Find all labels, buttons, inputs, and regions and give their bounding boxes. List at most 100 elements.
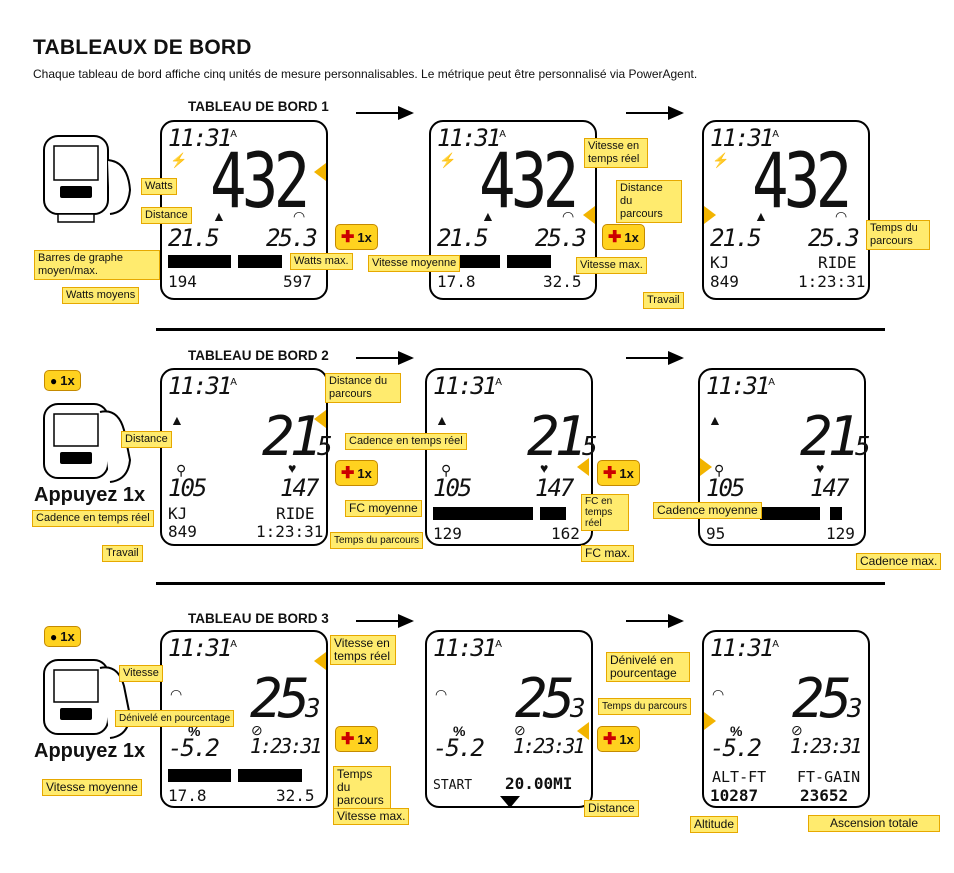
row3-right-value: RIDE	[818, 253, 857, 272]
cadence-icon: ⚲	[714, 462, 725, 478]
bottom-left-value: 129	[433, 524, 462, 543]
lightning-icon: ⚡	[712, 152, 730, 168]
selection-pointer-icon	[583, 206, 595, 224]
label-ride-time: Temps du parcours	[333, 766, 391, 809]
max-bar	[238, 769, 302, 782]
label-distance: Distance	[121, 431, 172, 448]
label-realtime-cadence: Cadence en temps réel	[32, 510, 154, 527]
bottom-right-value: 23652	[800, 786, 849, 805]
plus-icon: ✚	[603, 731, 617, 748]
dot-icon: ●	[50, 373, 58, 388]
right-value: 1:23:31	[250, 734, 322, 758]
speedometer-icon: ◠	[712, 686, 725, 702]
row3-left-value: KJ	[710, 253, 730, 272]
label-distance: Distance	[584, 800, 639, 817]
time-readout: 11:31A	[433, 372, 502, 400]
max-bar	[540, 507, 566, 520]
percent-symbol: %	[453, 723, 466, 739]
arrow-right-icon	[626, 351, 684, 365]
arrow-right-icon	[626, 106, 684, 120]
left-value: -5.2	[433, 734, 485, 762]
avg-bar	[433, 507, 533, 520]
arrow-right-icon	[626, 614, 684, 628]
plus-icon: ✚	[341, 229, 355, 246]
avg-bar	[760, 507, 820, 520]
selection-pointer-icon	[704, 206, 716, 224]
arrow-right-icon	[356, 614, 414, 628]
plus-icon: ✚	[608, 229, 622, 246]
clock-icon: ⊘	[514, 722, 526, 738]
bottom-left-value: 849	[168, 522, 197, 541]
warning-icon: ▲	[708, 412, 722, 428]
display-screen	[702, 630, 870, 808]
warning-icon: ▲	[481, 208, 495, 224]
speedometer-icon: ◠	[435, 686, 448, 702]
plus-icon: ✚	[341, 731, 355, 748]
label-avg-hr: FC moyenne	[345, 500, 422, 517]
device-hand-icon	[43, 403, 132, 483]
label-max-speed: Vitesse max.	[576, 257, 647, 274]
press-instruction: Appuyez 1x	[34, 740, 146, 762]
plus-button-tag: ✚1x	[597, 460, 640, 486]
big-value: 432	[210, 136, 310, 225]
big-value: 432	[752, 136, 852, 225]
label-realtime-speed: Vitesse en temps réel	[330, 635, 396, 665]
label-max-hr: FC max.	[581, 545, 635, 562]
row3-left-value: KJ	[168, 504, 188, 523]
speedometer-icon: ◠	[562, 208, 575, 224]
right-value: 25.3	[266, 224, 318, 252]
left-value: -5.2	[168, 734, 220, 762]
section-2-title: TABLEAU DE BORD 2	[188, 348, 329, 363]
bottom-right-value: 162	[551, 524, 580, 543]
percent-symbol: %	[188, 723, 201, 739]
left-value: 21.5	[710, 224, 762, 252]
time-readout: 11:31A	[437, 124, 506, 152]
label-total-ascent: Ascension totale	[808, 815, 940, 832]
display-screen	[425, 630, 593, 808]
warning-icon: ▲	[754, 208, 768, 224]
lightning-icon: ⚡	[170, 152, 188, 168]
heart-icon: ♥	[540, 460, 549, 476]
page-subtitle: Chaque tableau de bord affiche cinq unit…	[33, 67, 698, 81]
display-screen	[702, 120, 870, 300]
left-value: 21.5	[168, 224, 220, 252]
time-readout: 11:31A	[710, 634, 779, 662]
row3-right-value: 20.00MI	[505, 774, 573, 793]
label-realtime-cadence: Cadence en temps réel	[345, 433, 467, 450]
warning-icon: ▲	[170, 412, 184, 428]
section-3-title: TABLEAU DE BORD 3	[188, 611, 329, 626]
right-value: 147	[535, 474, 574, 502]
label-max-speed: Vitesse max.	[333, 808, 410, 825]
speedometer-icon: ◠	[293, 208, 306, 224]
clock-icon: ⊘	[251, 722, 263, 738]
label-avg-cadence: Cadence moyenne	[653, 502, 762, 519]
section-divider	[156, 582, 885, 585]
selection-pointer-icon	[314, 163, 326, 181]
bottom-right-value: 129	[826, 524, 855, 543]
label-ride-distance: Distance du parcours	[325, 373, 401, 403]
bottom-left-value: 17.8	[437, 272, 476, 291]
label-work: Travail	[643, 292, 684, 309]
heart-icon: ♥	[816, 460, 825, 476]
plus-icon: ✚	[341, 465, 355, 482]
section-divider	[156, 328, 885, 331]
selection-pointer-icon	[577, 722, 589, 740]
bottom-left-value: 194	[168, 272, 197, 291]
label-altitude: Altitude	[690, 816, 739, 833]
left-value: 21.5	[437, 224, 489, 252]
big-value: 253	[515, 667, 586, 730]
bottom-right-value: 597	[283, 272, 312, 291]
cadence-icon: ⚲	[441, 462, 452, 478]
selection-pointer-icon	[314, 652, 326, 670]
max-bar	[238, 255, 282, 268]
plus-button-tag: ✚1x	[602, 224, 645, 250]
down-arrow-icon	[500, 796, 520, 808]
big-value: 215	[800, 405, 871, 468]
heart-icon: ♥	[288, 460, 297, 476]
speedometer-icon: ◠	[835, 208, 848, 224]
label-ride-time: Temps du parcours	[866, 220, 930, 250]
right-value: 1:23:31	[790, 734, 862, 758]
bottom-right-value: 32.5	[543, 272, 582, 291]
label-avg-watts: Watts moyens	[62, 287, 140, 304]
plus-button-tag: ✚1x	[335, 726, 378, 752]
